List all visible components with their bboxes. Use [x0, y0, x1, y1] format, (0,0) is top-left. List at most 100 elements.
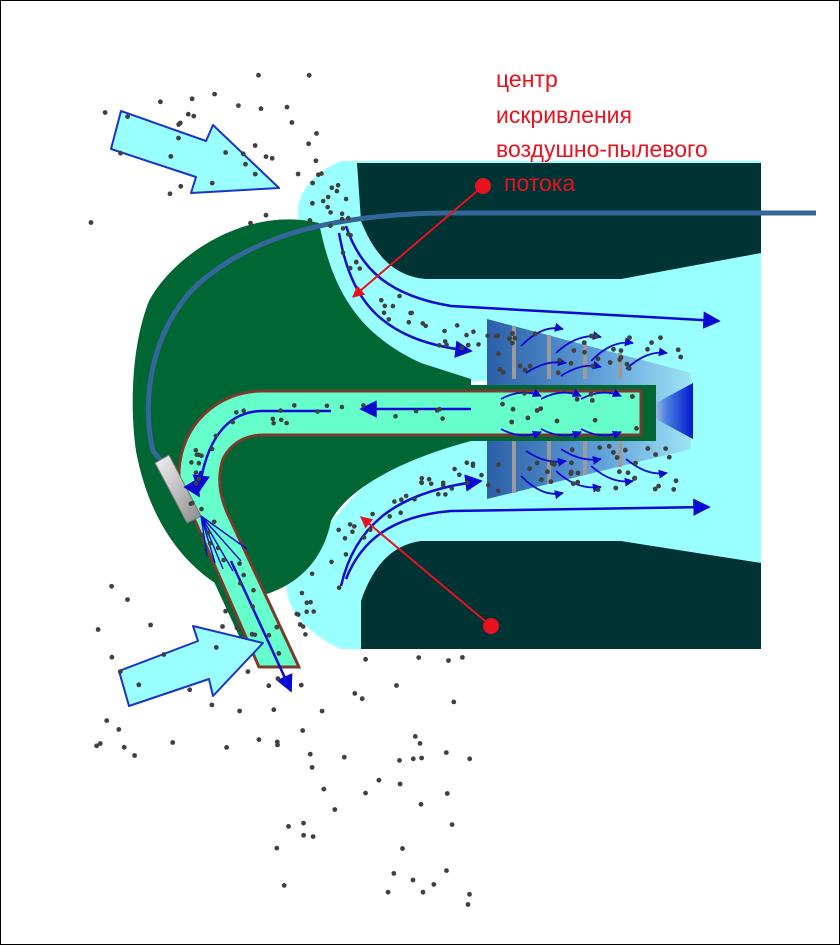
- dust-particle: [251, 587, 256, 593]
- dust-particle: [412, 497, 417, 502]
- dust-particle: [634, 426, 639, 431]
- dust-particle: [221, 557, 226, 563]
- dust-particle: [310, 180, 315, 186]
- dust-particle: [310, 200, 315, 206]
- dust-particle: [555, 370, 561, 376]
- dust-particle: [597, 445, 603, 450]
- dust-particle: [495, 462, 501, 468]
- dust-particle: [527, 466, 533, 471]
- dust-particle: [419, 476, 425, 481]
- dust-particle: [292, 403, 297, 408]
- dust-particle: [440, 480, 446, 486]
- curvature-center-markers: [352, 178, 499, 634]
- dust-particle: [215, 545, 221, 551]
- dust-particle: [442, 339, 448, 344]
- dust-particle: [606, 443, 612, 449]
- dust-particle: [213, 645, 219, 650]
- dust-particle: [452, 466, 457, 472]
- dust-particle: [653, 452, 658, 457]
- dust-particle: [444, 342, 449, 348]
- dust-particle: [339, 216, 345, 222]
- dust-particle: [289, 120, 295, 125]
- dust-particle: [299, 590, 305, 596]
- dust-particle: [400, 846, 405, 851]
- dust-particle: [304, 609, 310, 614]
- dust-particle: [446, 658, 451, 663]
- dust-particle: [275, 676, 281, 681]
- dust-particle: [295, 171, 301, 177]
- dust-particle: [341, 754, 347, 760]
- dust-particle: [397, 293, 402, 299]
- dust-particle: [387, 514, 393, 519]
- dust-particle: [652, 486, 658, 492]
- dust-particle: [340, 250, 346, 256]
- dust-particle: [613, 485, 619, 491]
- dust-particle: [588, 391, 594, 397]
- dust-particle: [95, 627, 101, 632]
- dust-particle: [451, 699, 457, 705]
- dust-particle: [363, 790, 368, 796]
- nozzle-tip: [641, 383, 693, 439]
- dust-particle: [213, 433, 219, 439]
- dust-particle: [194, 481, 199, 486]
- dust-particle: [211, 519, 217, 525]
- dust-particle: [167, 191, 173, 197]
- dust-particle: [300, 624, 306, 629]
- dust-particle: [252, 143, 258, 148]
- dust-particle: [88, 220, 94, 225]
- dust-particle: [196, 460, 202, 466]
- dust-particle: [303, 632, 308, 637]
- dust-particle: [437, 406, 442, 412]
- dust-particle: [442, 328, 447, 334]
- dust-particle: [256, 72, 261, 78]
- dust-particle: [406, 319, 412, 325]
- dust-particle: [304, 600, 310, 605]
- dust-particle: [321, 786, 327, 792]
- dust-particle: [313, 158, 319, 164]
- dust-particle: [622, 447, 628, 453]
- dust-particle: [509, 340, 515, 346]
- dust-particle: [178, 183, 184, 189]
- swirl-arrows: [500, 322, 668, 500]
- dust-particle: [328, 223, 333, 228]
- dust-particle: [645, 446, 651, 451]
- dust-particle: [343, 196, 349, 202]
- dust-particle: [94, 743, 99, 749]
- dust-particle: [354, 260, 359, 265]
- dust-particle: [121, 744, 127, 750]
- dust-particle: [328, 210, 333, 215]
- dust-particle: [281, 883, 287, 888]
- dust-particle: [437, 343, 442, 348]
- dust-particle: [408, 310, 413, 316]
- dust-particle: [630, 394, 635, 399]
- dust-particle: [209, 180, 215, 186]
- dust-particle: [675, 347, 681, 353]
- dust-particle: [403, 493, 409, 499]
- dust-particle: [663, 446, 669, 451]
- dust-particle: [413, 408, 419, 414]
- dust-particle: [301, 832, 306, 838]
- dust-particle: [510, 406, 516, 412]
- dust-particle: [343, 552, 349, 557]
- dust-particle: [495, 488, 501, 494]
- dust-particle: [117, 669, 123, 674]
- dust-particle: [266, 683, 272, 689]
- dust-particle: [416, 655, 422, 660]
- dust-particle: [569, 460, 574, 466]
- dust-particle: [314, 131, 319, 136]
- dust-particle: [467, 756, 473, 762]
- dust-particle: [220, 624, 225, 629]
- dust-particle: [627, 335, 632, 341]
- dust-particle: [457, 472, 462, 478]
- dust-particle: [342, 536, 348, 541]
- dust-particle: [230, 419, 236, 425]
- dust-particle: [568, 360, 574, 366]
- dust-particle: [359, 696, 365, 702]
- dust-particle: [125, 114, 130, 119]
- dust-particle: [545, 469, 550, 475]
- dust-particle: [454, 323, 460, 328]
- dust-particle: [132, 753, 138, 758]
- dust-particle: [250, 604, 255, 609]
- duct-wall-top: [357, 163, 761, 279]
- flow-region: [286, 161, 761, 649]
